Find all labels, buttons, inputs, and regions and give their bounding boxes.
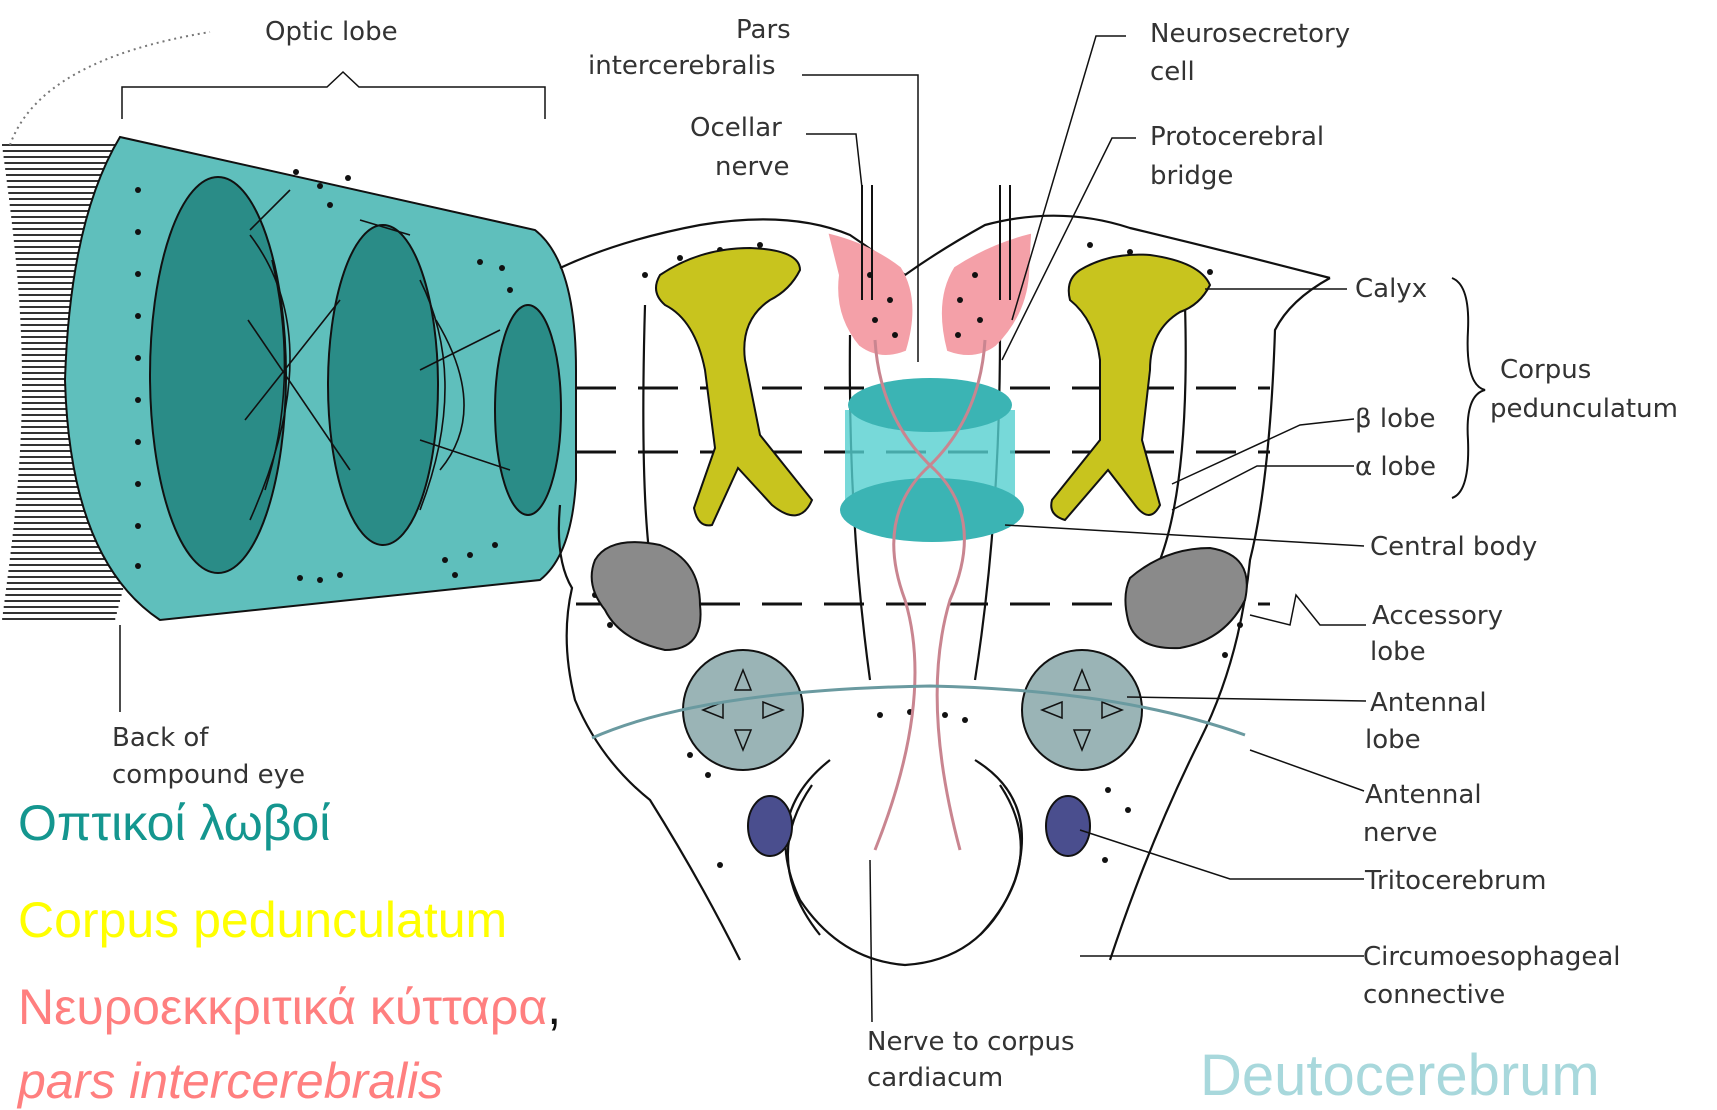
compound-eye-outline	[10, 32, 210, 145]
central-body-top	[848, 378, 1012, 432]
label-circum-line2: connective	[1363, 980, 1505, 1010]
label-corpus-line2: pedunculatum	[1490, 394, 1678, 424]
medulla	[328, 225, 438, 545]
label-antennal-lobe-line1: Antennal	[1370, 688, 1487, 718]
central-body-bottom	[840, 478, 1024, 542]
pars-intercerebralis-left	[830, 235, 911, 354]
label-optic-lobe: Optic lobe	[265, 17, 398, 47]
label-antennal-nerve-line2: nerve	[1363, 818, 1438, 848]
label-ocellar-line1: Ocellar	[690, 113, 782, 143]
corpus-brace	[1452, 278, 1485, 498]
legend-corpus-pedunculatum: Corpus pedunculatum	[18, 891, 507, 949]
label-ocellar-line2: nerve	[715, 152, 790, 182]
label-back-line1: Back of	[112, 723, 209, 753]
label-accessory-line2: lobe	[1370, 637, 1426, 667]
label-protocerebral-line2: bridge	[1150, 161, 1233, 191]
label-central-body: Central body	[1370, 532, 1537, 562]
label-antennal-nerve-line1: Antennal	[1365, 780, 1482, 810]
label-neurosecretory-line1: Neurosecretory	[1150, 19, 1350, 49]
accessory-lobe-right	[1125, 548, 1246, 648]
label-alpha-lobe: α lobe	[1355, 452, 1436, 482]
label-corpus-line1: Corpus	[1500, 355, 1591, 385]
label-neurosecretory-line2: cell	[1150, 57, 1195, 87]
lobula	[495, 305, 561, 515]
label-antennal-lobe-line2: lobe	[1365, 725, 1421, 755]
label-tritocerebrum: Tritocerebrum	[1364, 866, 1546, 896]
legend-optic-lobes: Οπτικοί λωβοί	[18, 794, 330, 852]
label-back-line2: compound eye	[112, 760, 305, 790]
label-accessory-line1: Accessory	[1372, 601, 1503, 631]
tritocerebrum-left	[748, 796, 792, 856]
tritocerebrum-right	[1046, 796, 1090, 856]
legend-neurosecretory-cells: Νευροεκκριτικά κύτταρα,	[18, 978, 561, 1036]
legend-neurosecretory-text: Νευροεκκριτικά κύτταρα	[18, 979, 547, 1035]
legend-pars-intercerebralis: pars intercerebralis	[18, 1052, 443, 1110]
label-beta-lobe: β lobe	[1355, 404, 1436, 434]
label-circum-line1: Circumoesophageal	[1363, 942, 1621, 972]
legend-deutocerebrum: Deutocerebrum	[1200, 1042, 1600, 1109]
label-nerve-cc-line2: cardiacum	[867, 1063, 1003, 1090]
accessory-lobe-left	[592, 542, 701, 650]
legend-comma: ,	[547, 979, 561, 1035]
label-nerve-cc-line1: Nerve to corpus	[867, 1027, 1075, 1057]
label-calyx: Calyx	[1355, 274, 1427, 304]
lamina	[150, 177, 286, 573]
label-pars-line2: intercerebralis	[588, 51, 776, 81]
label-pars-line1: Pars	[736, 15, 791, 45]
label-protocerebral-line1: Protocerebral	[1150, 122, 1324, 152]
